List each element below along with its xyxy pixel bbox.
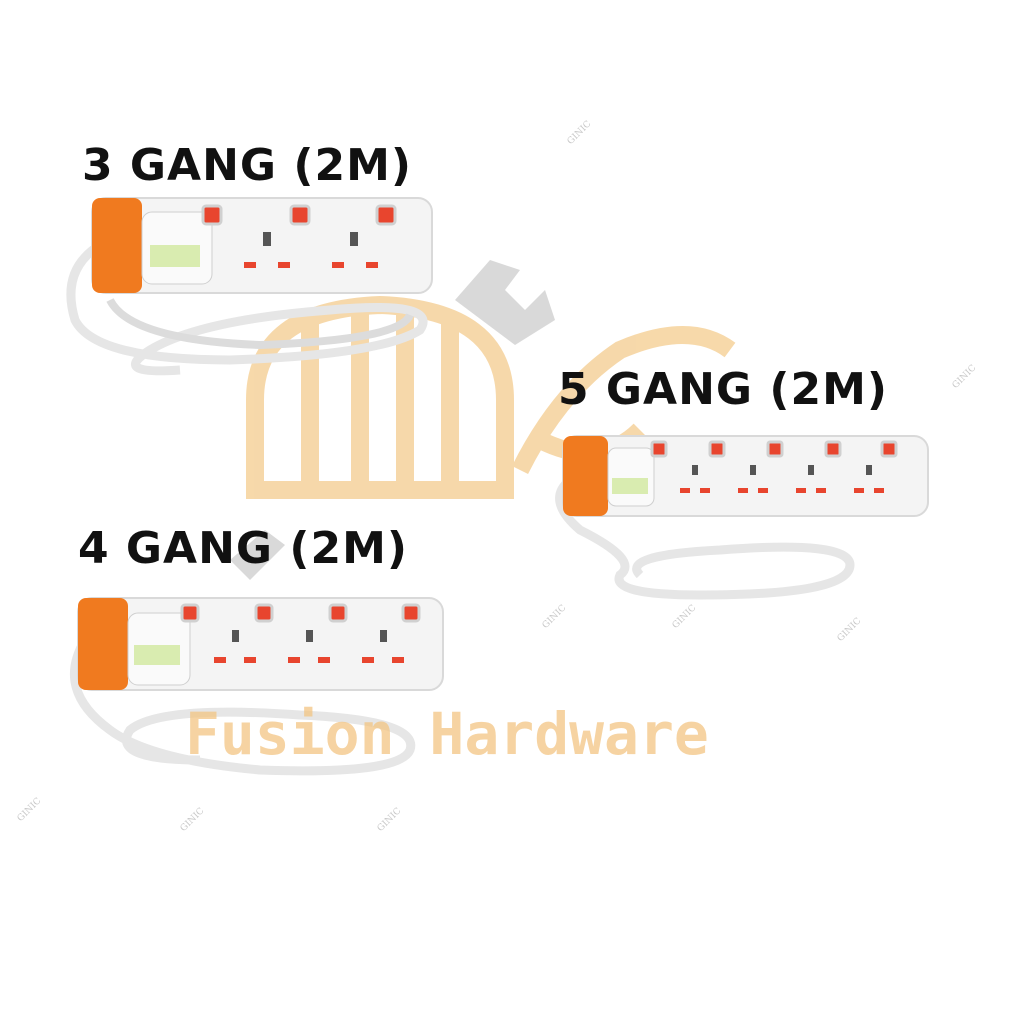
cable: [69, 637, 416, 776]
end-cap: [563, 436, 608, 516]
sockets: [244, 232, 378, 268]
label-5-gang: 5 GANG (2M): [558, 364, 888, 415]
end-cap: [92, 198, 142, 293]
switches: [180, 603, 421, 623]
cable: [66, 241, 428, 376]
label-4-gang: 4 GANG (2M): [78, 523, 408, 574]
sockets: [680, 488, 884, 493]
switches: [201, 204, 397, 226]
end-cap: [78, 598, 128, 690]
watermark-text: Fusion Hardware: [185, 700, 709, 768]
switches: [650, 440, 898, 458]
sockets: [214, 630, 404, 663]
label-3-gang: 3 GANG (2M): [82, 140, 412, 191]
cable: [555, 476, 855, 600]
